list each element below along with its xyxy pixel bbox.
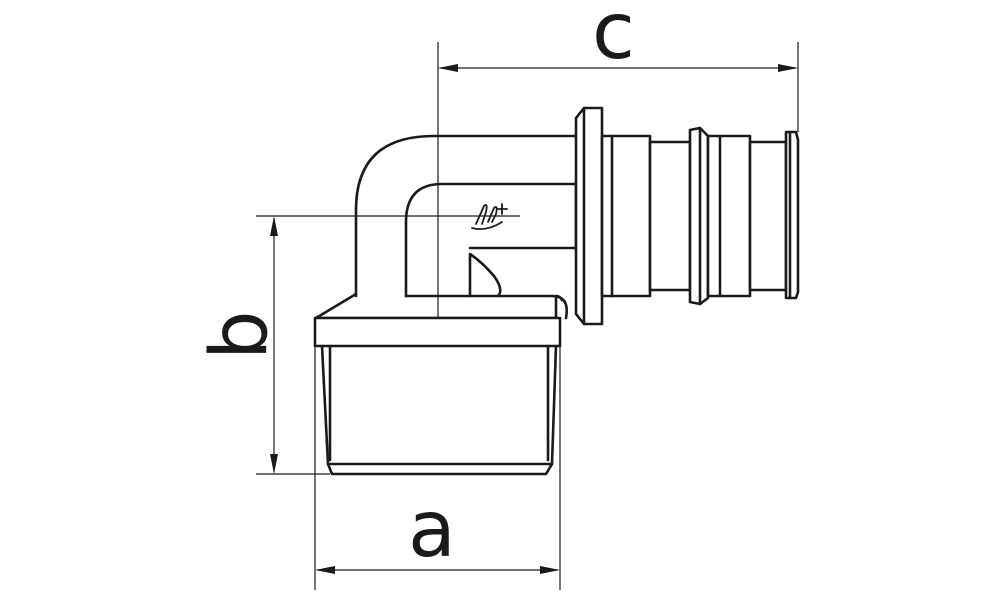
flange-ring [574,106,604,326]
dimension-label-a: a [408,485,456,575]
barb-1 [648,140,692,292]
barb-2 [706,134,752,298]
dimension-label-b: b [195,310,285,360]
dimension-b [270,216,278,474]
elbow-web [468,252,502,298]
brand-logo-icon [471,203,508,231]
elbow-fitting [313,106,800,476]
extension-lines [256,42,799,590]
barb-end-ring [784,130,800,300]
dimension-label-c: c [592,0,635,77]
hex-collar [313,316,562,348]
elbow-outer-wall [354,134,578,298]
pipe-stub [600,134,652,298]
shoulder [314,292,564,320]
collar-fillet [550,294,568,320]
dimension-c [438,64,798,72]
threaded-body [320,344,558,476]
dimension-a [315,566,560,574]
barb-3 [748,140,788,292]
elbow-inner-wall [404,182,578,298]
